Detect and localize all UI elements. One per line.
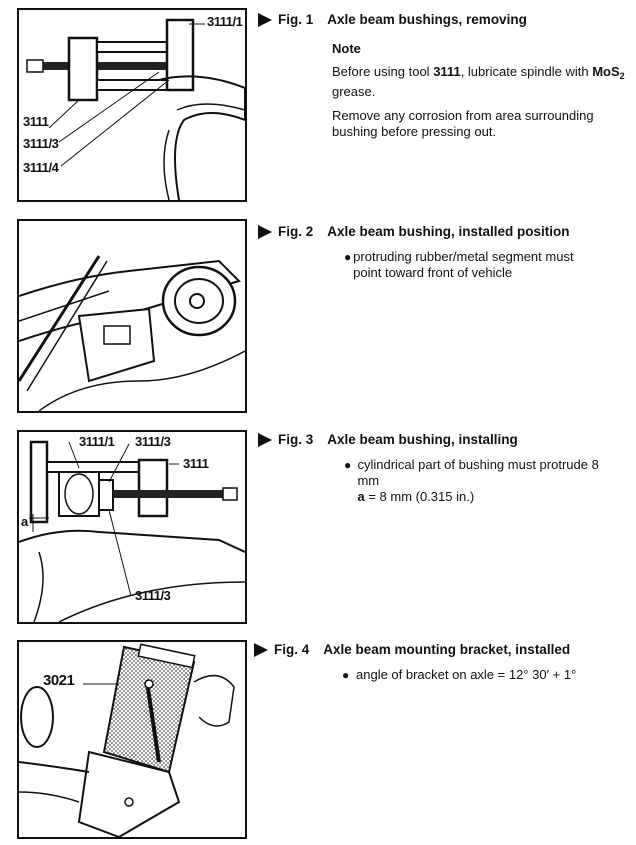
fig1-note-para1: Before using tool 3111, lubricate spindl… xyxy=(332,64,625,99)
fig3-title: Axle beam bushing, installing xyxy=(327,432,518,447)
fig3-heading: Fig. 3 Axle beam bushing, installing xyxy=(258,432,628,447)
fig1-heading: Fig. 1 Axle beam bushings, removing xyxy=(258,12,628,27)
fig3-callout-3111-3-bottom: 3111/3 xyxy=(135,588,171,603)
fig4-illustration: 3021 xyxy=(17,640,247,839)
fig2-bullet: ● protruding rubber/metal segment must p… xyxy=(344,249,604,281)
fig4-bullet: ● angle of bracket on axle = 12° 30′ + 1… xyxy=(342,667,622,683)
fig1-note-title: Note xyxy=(332,41,361,56)
fig4-number: Fig. 4 xyxy=(274,642,310,657)
fig1-illustration: 3111/1 3111 3111/3 3111/4 xyxy=(17,8,247,202)
fig3-callout-3111: 3111 xyxy=(183,456,209,471)
fig4-text: Fig. 4 Axle beam mounting bracket, insta… xyxy=(254,642,628,683)
fig1-callout-3111-1: 3111/1 xyxy=(207,14,243,29)
bullet-icon: ● xyxy=(344,458,352,472)
fig4-callout-3021: 3021 xyxy=(43,672,75,689)
fig2-drawing xyxy=(19,255,245,411)
fig3-illustration: 3111/1 3111/3 3111 a 3111/3 xyxy=(17,430,247,624)
fig3-arrow-icon xyxy=(258,432,272,447)
fig4-bullet-text: angle of bracket on axle = 12° 30′ + 1° xyxy=(356,667,577,682)
fig2-text: Fig. 2 Axle beam bushing, installed posi… xyxy=(258,224,628,281)
fig3-callout-3111-1: 3111/1 xyxy=(79,434,115,449)
fig1-arrow-icon xyxy=(258,12,272,27)
fig3-bullet-text: cylindrical part of bushing must protrud… xyxy=(357,457,599,504)
fig1-title: Axle beam bushings, removing xyxy=(327,12,527,27)
fig2-number: Fig. 2 xyxy=(278,224,314,239)
fig2-bullet-text: protruding rubber/metal segment must poi… xyxy=(353,249,574,280)
fig1-callout-3111-4: 3111/4 xyxy=(23,160,59,175)
fig1-callout-3111: 3111 xyxy=(23,114,49,129)
fig4-heading: Fig. 4 Axle beam mounting bracket, insta… xyxy=(254,642,628,657)
fig2-title: Axle beam bushing, installed position xyxy=(327,224,570,239)
fig1-text: Fig. 1 Axle beam bushings, removing Note… xyxy=(258,12,628,140)
fig1-note-para2: Remove any corrosion from area surroundi… xyxy=(332,108,594,139)
fig4-arrow-icon xyxy=(254,642,268,657)
fig2-heading: Fig. 2 Axle beam bushing, installed posi… xyxy=(258,224,628,239)
fig1-callout-3111-3: 3111/3 xyxy=(23,136,59,151)
fig2-arrow-icon xyxy=(258,224,272,239)
fig2-illustration xyxy=(17,219,247,413)
fig3-text: Fig. 3 Axle beam bushing, installing ● c… xyxy=(258,432,628,505)
fig4-title: Axle beam mounting bracket, installed xyxy=(323,642,571,657)
fig3-callout-a: a xyxy=(21,514,28,529)
fig3-callout-3111-3-top: 3111/3 xyxy=(135,434,171,449)
fig1-number: Fig. 1 xyxy=(278,12,314,27)
fig4-drawing xyxy=(19,643,235,837)
bullet-icon: ● xyxy=(344,250,352,264)
bullet-icon: ● xyxy=(342,668,350,682)
fig3-drawing xyxy=(19,440,245,622)
fig3-number: Fig. 3 xyxy=(278,432,314,447)
fig1-drawing xyxy=(26,18,245,200)
fig3-bullet: ● cylindrical part of bushing must protr… xyxy=(344,457,614,505)
